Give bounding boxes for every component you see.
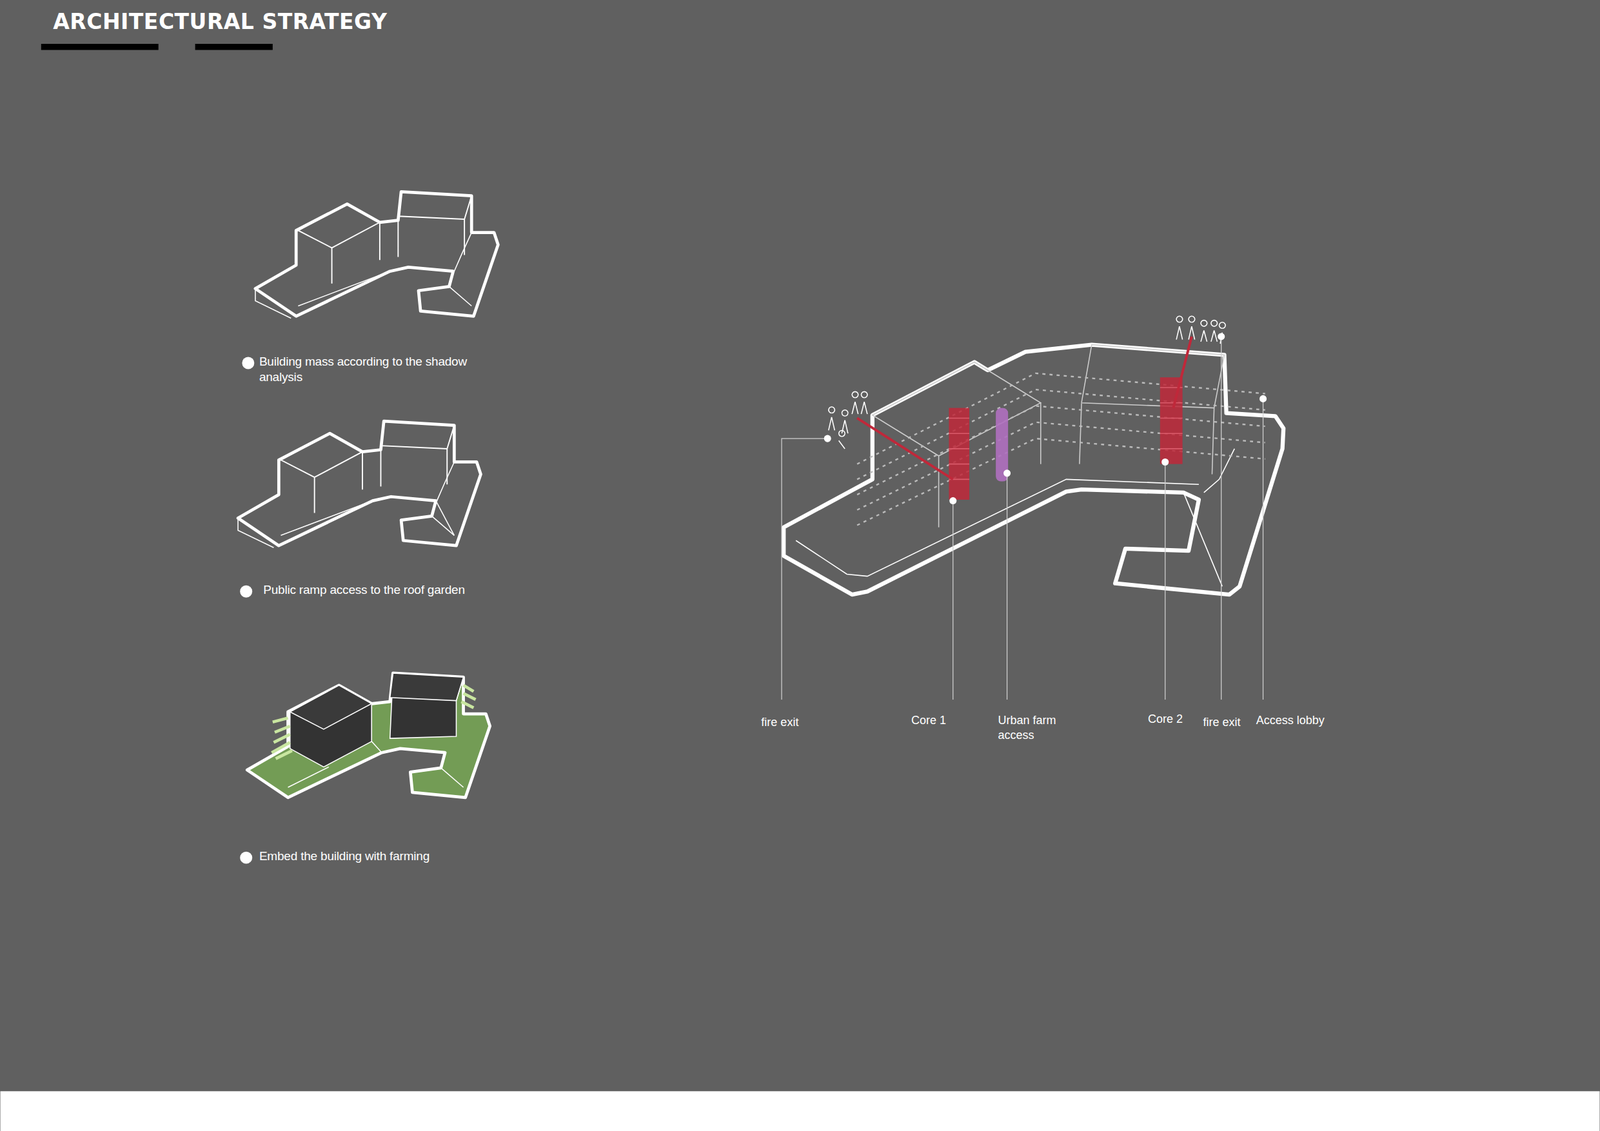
title-bar [41,43,159,50]
callout-label: fire exit [1202,715,1241,731]
people [828,316,1226,449]
callout-label: fire exit [760,715,799,731]
page-title: ARCHITECTURAL STRATEGY [52,8,387,35]
ramp-diagram [237,421,481,548]
leader-lines [781,336,1264,700]
bullet [239,851,253,865]
bullet [239,585,253,598]
callout-label: Core 1 [911,713,947,729]
strategy-caption: Embed the building with farming [259,848,430,865]
bottom-strip [0,1091,1600,1131]
strategy-caption: Public ramp access to the roof garden [263,582,465,598]
main-diagram [781,316,1284,700]
callout-label: Core 2 [1147,711,1183,727]
massing-diagram [255,191,498,318]
farming-diagram [246,673,490,798]
core-1 [948,408,970,500]
strategy-caption: Building mass according to the shadow an… [259,354,494,386]
bullet [241,357,255,370]
callout-label: Urban farm access [997,713,1072,743]
title-bar [195,43,273,50]
callout-label: Access lobby [1256,713,1325,729]
